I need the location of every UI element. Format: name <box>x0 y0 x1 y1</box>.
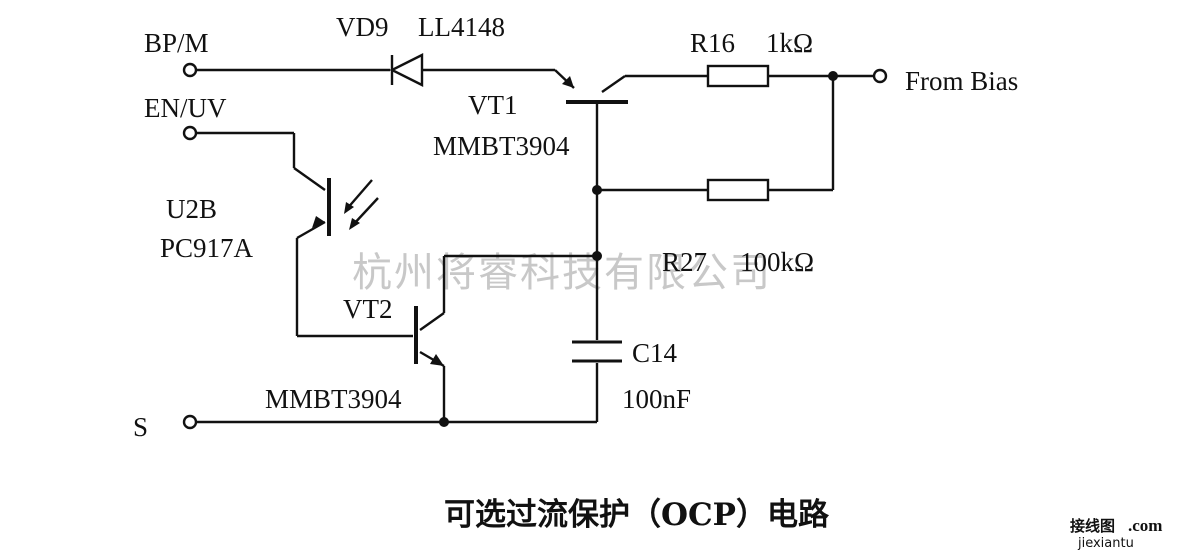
label-vt1-part: MMBT3904 <box>433 131 570 161</box>
junction-dot <box>592 185 602 195</box>
junction-dot <box>592 251 602 261</box>
label-vt1-ref: VT1 <box>468 90 518 120</box>
wires <box>196 68 880 424</box>
transistor-vt2-symbol <box>414 306 444 366</box>
junction-dot <box>828 71 838 81</box>
label-vt2-ref: VT2 <box>343 294 393 324</box>
terminal-s <box>182 414 198 430</box>
label-r16-value: 1kΩ <box>766 28 813 58</box>
label-r27-ref: R27 <box>662 247 707 277</box>
watermark: 杭州将睿科技有限公司 <box>352 250 772 296</box>
logo-top-text: 接线图 <box>1070 517 1115 535</box>
optocoupler-u2b-symbol <box>312 178 379 236</box>
terminal-from-bias <box>872 68 888 84</box>
label-c14-value: 100nF <box>622 384 691 414</box>
junction-dot <box>439 417 449 427</box>
label-vd9-ref: VD9 <box>336 12 389 42</box>
label-r16-ref: R16 <box>690 28 735 58</box>
label-u2b-ref: U2B <box>166 194 217 224</box>
site-logo: 接线图 .com jiexiantu <box>1070 516 1162 551</box>
terminal-bp-m <box>182 62 198 78</box>
diode-vd9-symbol <box>389 53 424 87</box>
label-en-uv: EN/UV <box>144 93 227 123</box>
label-c14-ref: C14 <box>632 338 678 368</box>
resistor-r16-symbol <box>706 64 770 88</box>
logo-suffix-text: .com <box>1128 516 1162 535</box>
diagram-caption: 可选过流保护（OCP）电路 <box>444 497 830 533</box>
label-u2b-part: PC917A <box>160 233 254 263</box>
capacitor-c14-symbol <box>572 340 622 363</box>
label-from-bias: From Bias <box>905 66 1018 96</box>
logo-bottom-text: jiexiantu <box>1077 536 1134 551</box>
label-s: S <box>133 412 148 442</box>
terminal-en-uv <box>182 125 198 141</box>
resistor-r27-symbol <box>706 178 770 202</box>
label-bp-m: BP/M <box>144 28 209 58</box>
label-vt2-part: MMBT3904 <box>265 384 402 414</box>
label-r27-value: 100kΩ <box>740 247 814 277</box>
label-vd9-part: LL4148 <box>418 12 505 42</box>
transistor-vt1-symbol <box>562 76 628 104</box>
